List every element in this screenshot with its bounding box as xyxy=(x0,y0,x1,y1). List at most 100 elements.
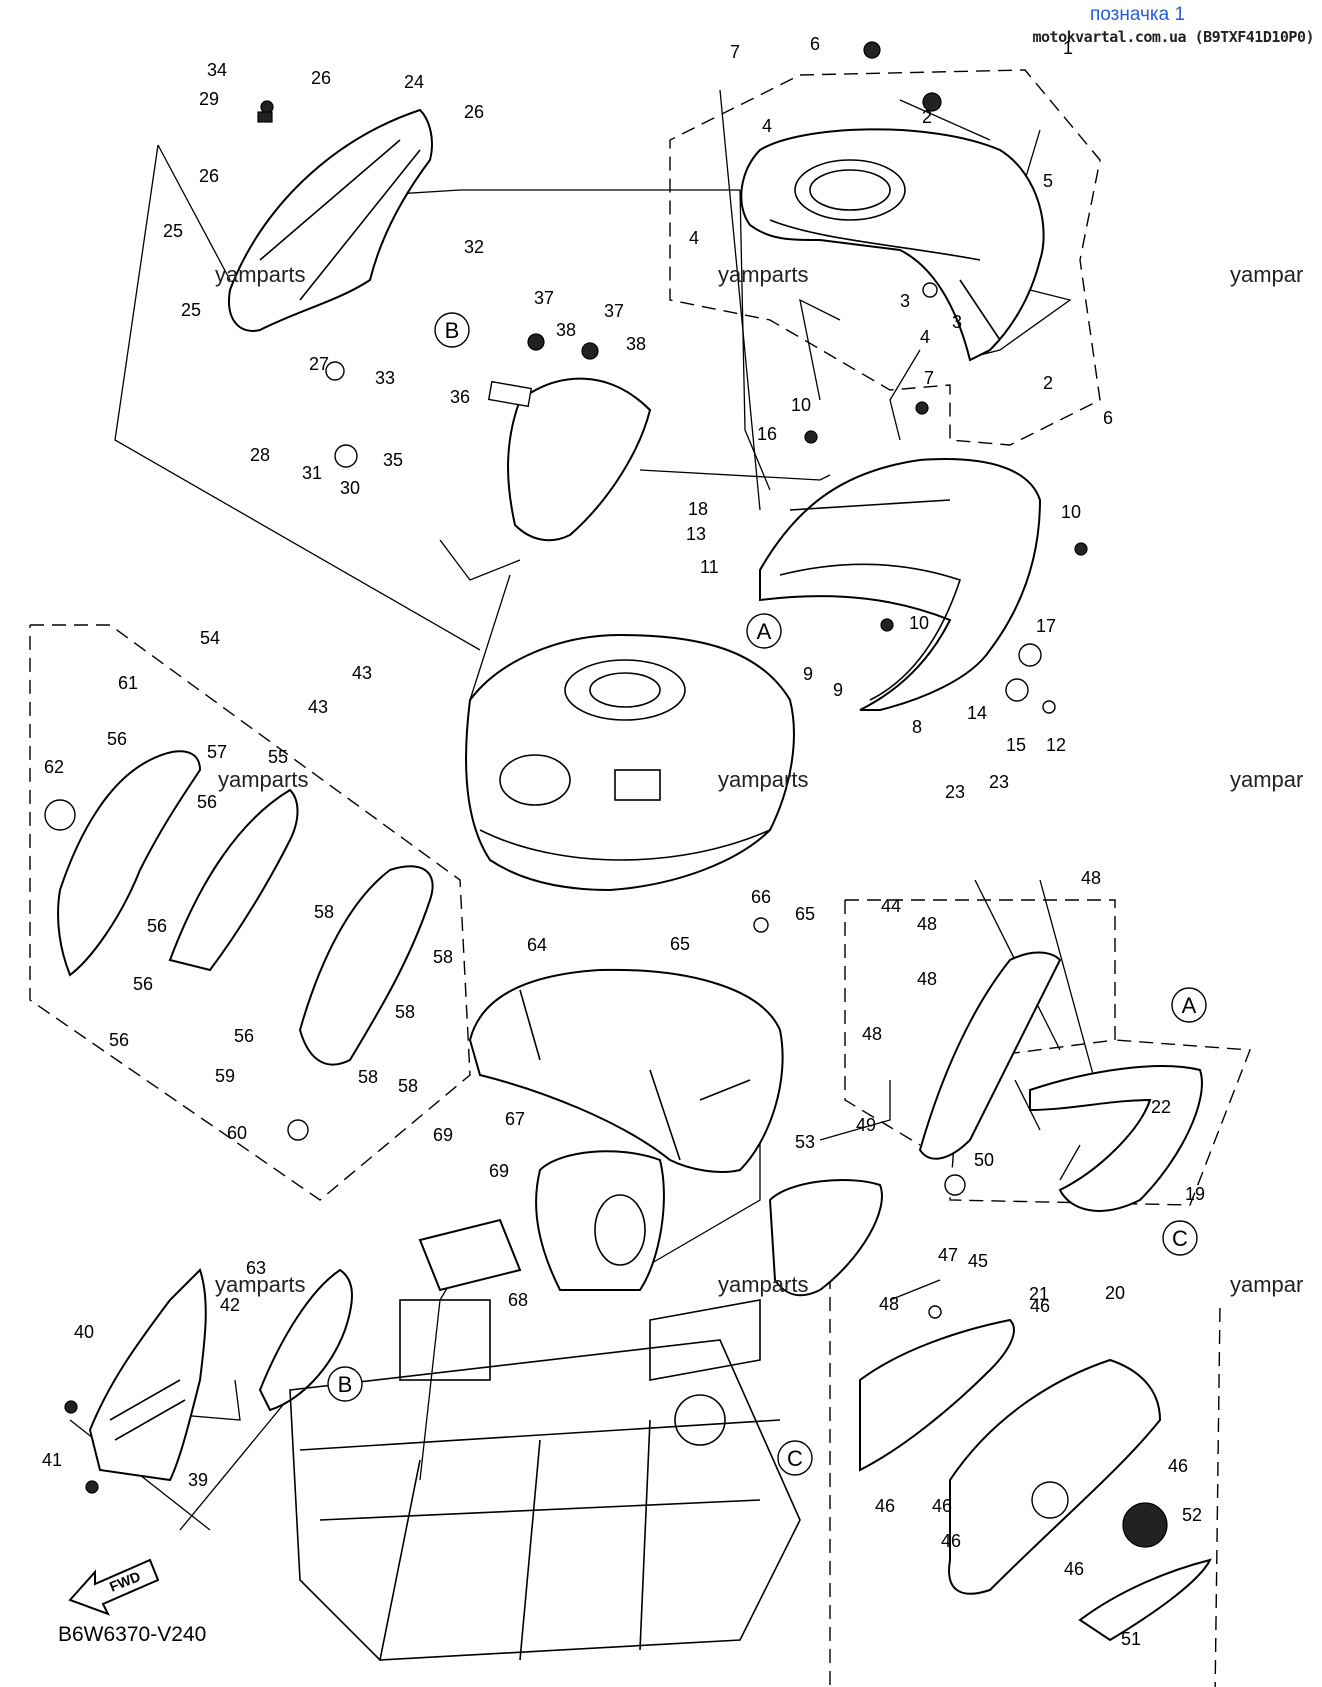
watermark: yampar xyxy=(1230,767,1304,792)
source-label: motokvartal.com.ua (B9TXF41D10P0) xyxy=(1032,28,1314,46)
callout: 54 xyxy=(200,628,220,648)
callout: 57 xyxy=(207,742,227,762)
air-duct-35 xyxy=(487,377,652,542)
callout: 14 xyxy=(967,703,987,723)
fairing-bracket-24 xyxy=(228,108,433,332)
callout: 32 xyxy=(464,237,484,257)
callout: 3 xyxy=(952,312,962,332)
diagram-code: B6W6370-V240 xyxy=(58,1623,207,1646)
callout: 62 xyxy=(44,757,64,777)
callout: 33 xyxy=(375,368,395,388)
callout: 53 xyxy=(795,1132,815,1152)
callout: 21 xyxy=(1029,1284,1049,1304)
callout: 67 xyxy=(505,1109,525,1129)
callout: 17 xyxy=(1036,616,1056,636)
watermark: yamparts xyxy=(215,1272,306,1297)
callout: 23 xyxy=(945,782,965,802)
ref-b-bottom: B xyxy=(338,1372,353,1397)
callout: 30 xyxy=(340,478,360,498)
callout: 15 xyxy=(1006,735,1026,755)
callout: 58 xyxy=(433,947,453,967)
callout: 10 xyxy=(909,613,929,633)
tank-cover-1 xyxy=(740,128,1045,362)
callout: 26 xyxy=(464,102,484,122)
callout: 27 xyxy=(309,354,329,374)
tank-pad-64 xyxy=(468,968,784,1173)
callout: 55 xyxy=(268,747,288,767)
callout: 48 xyxy=(879,1294,899,1314)
callout: 46 xyxy=(941,1531,961,1551)
ref-circle-a-left xyxy=(746,613,782,649)
callout: 25 xyxy=(181,300,201,320)
callout: 63 xyxy=(246,1258,266,1278)
callout-numbers: 1 2 2 3 3 4 4 4 5 6 6 7 7 8 9 9 10 10 10… xyxy=(42,34,1205,1649)
ref-b-top: B xyxy=(445,318,460,343)
callout: 12 xyxy=(1046,735,1066,755)
side-fairing-55 xyxy=(57,750,434,1066)
watermark: yamparts xyxy=(218,767,309,792)
callout: 10 xyxy=(791,395,811,415)
watermark: yamparts xyxy=(718,1272,809,1297)
callout: 56 xyxy=(197,792,217,812)
callout: 64 xyxy=(527,935,547,955)
callout: 60 xyxy=(227,1123,247,1143)
callout: 58 xyxy=(398,1076,418,1096)
watermark: yamparts xyxy=(215,262,306,287)
callout: 40 xyxy=(74,1322,94,1342)
callout: 11 xyxy=(700,557,719,577)
callout: 20 xyxy=(1105,1283,1125,1303)
ref-circle-c-bottom xyxy=(777,1440,813,1476)
callout: 56 xyxy=(109,1030,129,1050)
callout: 58 xyxy=(314,902,334,922)
callout: 56 xyxy=(107,729,127,749)
callout: 46 xyxy=(1064,1559,1084,1579)
callout: 65 xyxy=(795,904,815,924)
callout: 5 xyxy=(1043,171,1053,191)
callout: 43 xyxy=(352,663,372,683)
callout: 7 xyxy=(924,368,934,388)
callout: 41 xyxy=(42,1450,62,1470)
callout: 37 xyxy=(604,301,624,321)
frame xyxy=(289,1299,801,1661)
callout: 46 xyxy=(1030,1296,1050,1316)
callout: 22 xyxy=(1151,1097,1171,1117)
page-badge: позначка 1 xyxy=(1090,4,1186,25)
callout: 34 xyxy=(207,60,227,80)
ref-circle-c-right xyxy=(1162,1220,1198,1256)
callout: 39 xyxy=(188,1470,208,1490)
callout: 44 xyxy=(881,896,901,916)
callout: 65 xyxy=(670,934,690,954)
callout: 46 xyxy=(875,1496,895,1516)
callout: 10 xyxy=(1061,502,1081,522)
ref-a-right: A xyxy=(1182,993,1197,1018)
callout: 8 xyxy=(912,717,922,737)
callout: 48 xyxy=(917,969,937,989)
callout: 50 xyxy=(974,1150,994,1170)
callout: 26 xyxy=(199,166,219,186)
callout: 28 xyxy=(250,445,270,465)
callout: 47 xyxy=(938,1245,958,1265)
callout: 19 xyxy=(1185,1184,1205,1204)
watermark: yampar xyxy=(1230,1272,1304,1297)
callout: 46 xyxy=(1168,1456,1188,1476)
side-cover-8 xyxy=(759,458,1042,711)
callout: 18 xyxy=(688,499,708,519)
right-panels xyxy=(768,951,1212,1642)
callout: 31 xyxy=(302,463,322,483)
callout: 66 xyxy=(751,887,771,907)
callout: 26 xyxy=(311,68,331,88)
callout: 6 xyxy=(810,34,820,54)
callout: 51 xyxy=(1121,1629,1141,1649)
callout: 58 xyxy=(358,1067,378,1087)
callout: 42 xyxy=(220,1295,240,1315)
callout: 45 xyxy=(968,1251,988,1271)
ref-c-bottom: C xyxy=(787,1446,803,1471)
callout: 9 xyxy=(833,680,843,700)
under-cowl-39 xyxy=(88,1268,353,1482)
callout: 35 xyxy=(383,450,403,470)
watermark: yampar xyxy=(1230,262,1304,287)
callout: 29 xyxy=(199,89,219,109)
callout: 48 xyxy=(917,914,937,934)
callout: 68 xyxy=(508,1290,528,1310)
